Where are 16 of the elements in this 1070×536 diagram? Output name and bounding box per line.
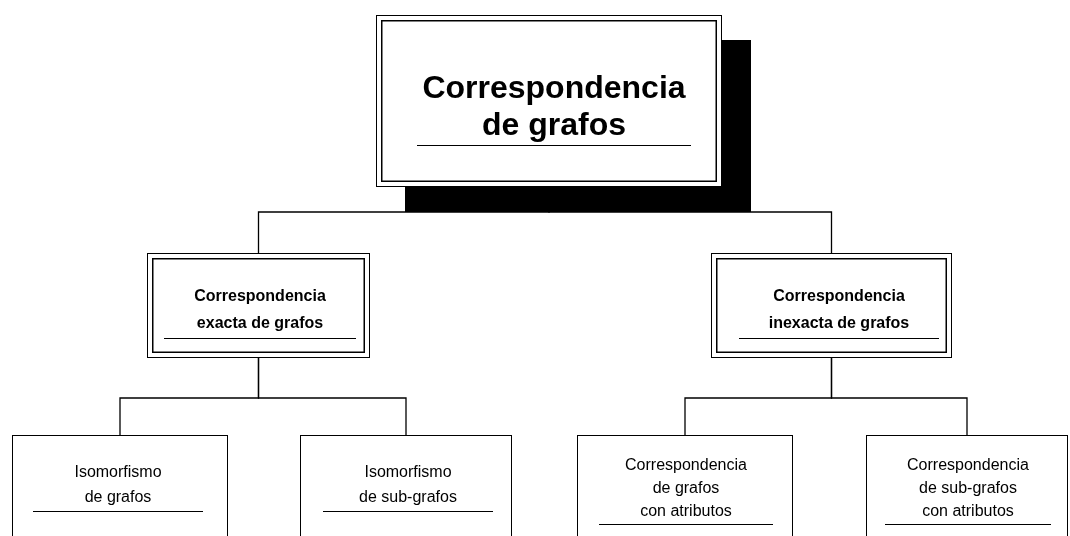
box-label: Correspondencia de sub-grafos con atributos <box>885 453 1051 525</box>
concept-box <box>12 435 228 536</box>
box-label: Correspondencia de grafos con atributos <box>599 453 773 525</box>
concept-box <box>711 253 952 358</box>
box-label: Isomorfismo de grafos <box>33 459 203 512</box>
box-label: Isomorfismo de sub-grafos <box>323 459 493 512</box>
box-label: Correspondencia inexacta de grafos <box>739 282 939 339</box>
concept-box <box>866 435 1068 536</box>
connector-line <box>257 357 407 436</box>
concept-box <box>376 15 722 187</box>
concept-box <box>300 435 512 536</box>
concept-box <box>147 253 370 358</box>
connector-line <box>830 357 968 436</box>
box-label: Correspondencia de grafos <box>417 69 691 146</box>
concept-box <box>577 435 793 536</box>
box-label: Correspondencia exacta de grafos <box>164 282 356 339</box>
